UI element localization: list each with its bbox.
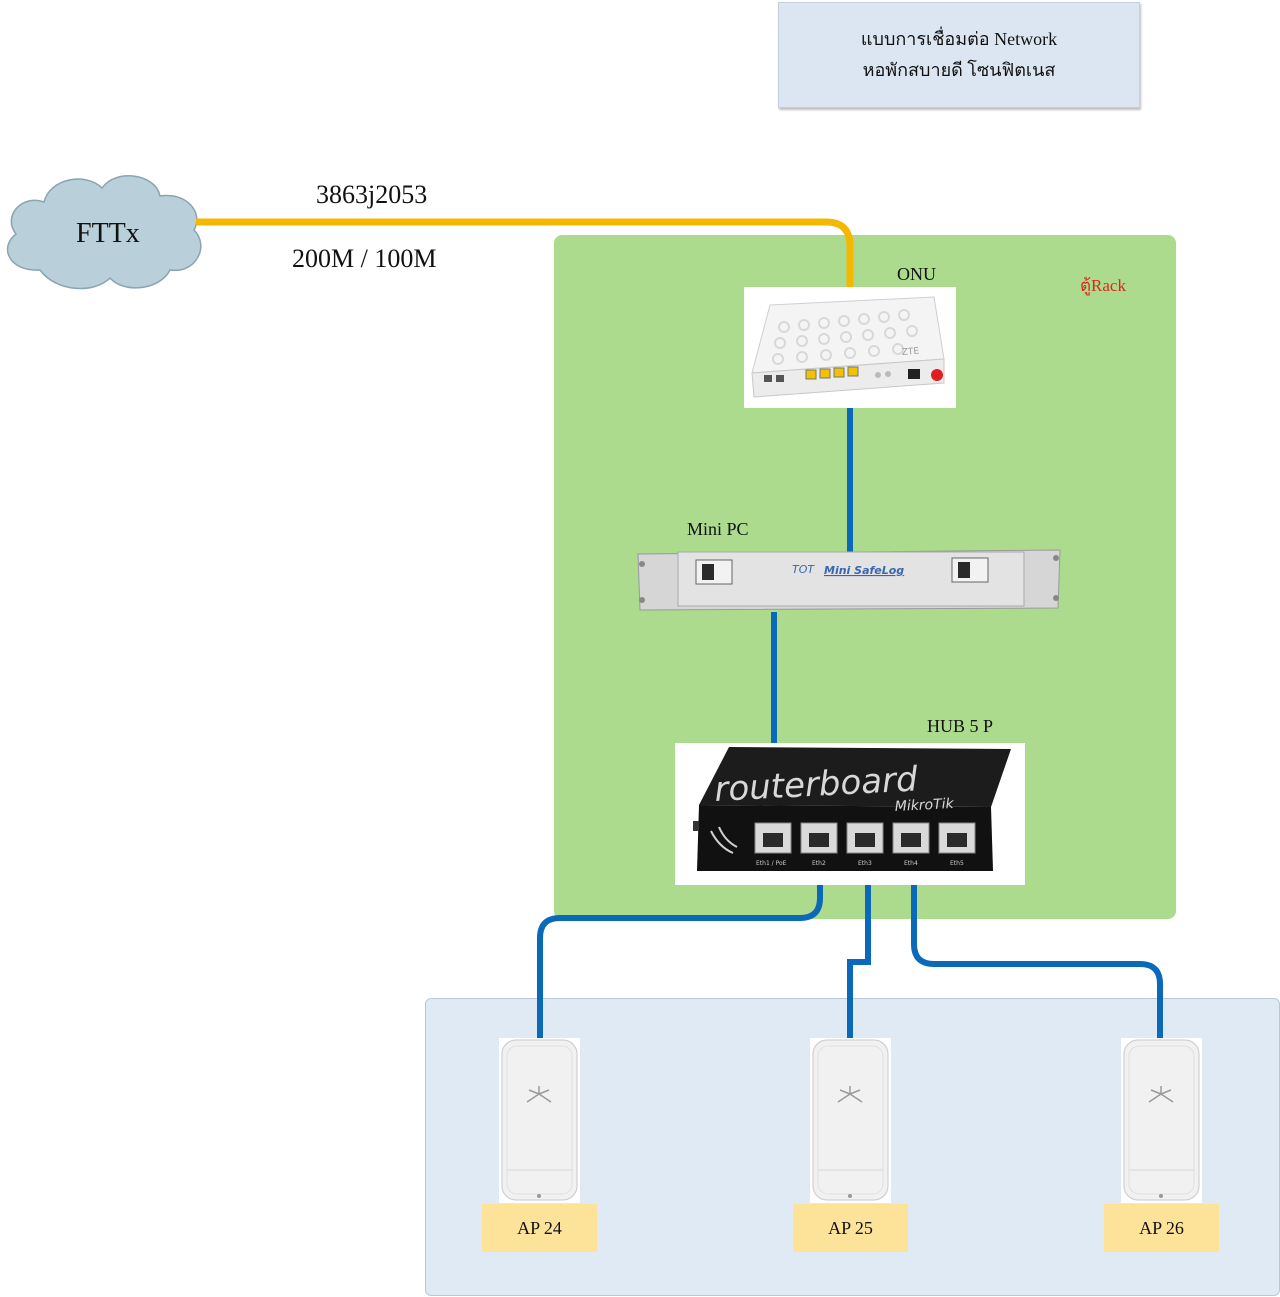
onu-label: ONU — [897, 264, 936, 284]
hub-to-ap25-link — [847, 846, 871, 1045]
onu-brand-text: ZTE — [901, 346, 919, 358]
diagram-title-box: แบบการเชื่อมต่อ Network หอพักสบายดี โซนฟ… — [778, 2, 1140, 108]
hub-port-label-3: Eth3 — [858, 860, 872, 867]
hub-port-label-1: Eth1 / PoE — [756, 860, 787, 867]
fiber-link — [196, 218, 854, 296]
access-point-icon — [812, 1039, 889, 1201]
hub-port-label-4: Eth4 — [904, 860, 918, 867]
diagram-title-line1: แบบการเชื่อมต่อ Network — [860, 29, 1058, 49]
diagram-title-line2: หอพักสบายดี โซนฟิตเนส — [862, 60, 1056, 80]
cloud-label: FTTx — [76, 218, 140, 249]
hub-icon: routerboard MikroTik Eth1 / PoE Eth2 Eth… — [693, 747, 1011, 871]
access-point-24 — [499, 1038, 580, 1203]
mini-pc-label: Mini PC — [687, 519, 749, 539]
ap-label-24: AP 24 — [482, 1204, 597, 1252]
hub-port-label-5: Eth5 — [950, 860, 964, 867]
circuit-id: 3863j2053 — [316, 180, 428, 209]
access-point-icon — [501, 1039, 578, 1201]
onu-icon: ZTE — [751, 296, 945, 398]
hub-device: routerboard MikroTik Eth1 / PoE Eth2 Eth… — [675, 743, 1025, 885]
hub-to-ap26-link — [911, 846, 1163, 1045]
mini-pc-device: TOT Mini SafeLog — [632, 548, 1066, 614]
access-point-icon — [1123, 1039, 1200, 1201]
access-point-26 — [1121, 1038, 1202, 1203]
hub-label: HUB 5 P — [927, 716, 994, 736]
cloud-icon — [6, 175, 202, 290]
access-point-25 — [810, 1038, 891, 1203]
mini-pc-brand-text: TOT — [792, 563, 815, 576]
hub-to-ap24-link — [537, 846, 823, 1045]
mini-pc-product-text: Mini SafeLog — [824, 564, 904, 577]
rack-label: ตู้Rack — [1080, 276, 1126, 295]
onu-device: ZTE — [744, 287, 956, 408]
bandwidth-speed: 200M / 100M — [292, 244, 437, 273]
ap-label-25: AP 25 — [793, 1204, 908, 1252]
ap-label-26: AP 26 — [1104, 1204, 1219, 1252]
hub-maker-text: MikroTik — [894, 796, 955, 815]
mini-pc-icon: TOT Mini SafeLog — [637, 549, 1061, 611]
hub-port-label-2: Eth2 — [812, 860, 826, 867]
